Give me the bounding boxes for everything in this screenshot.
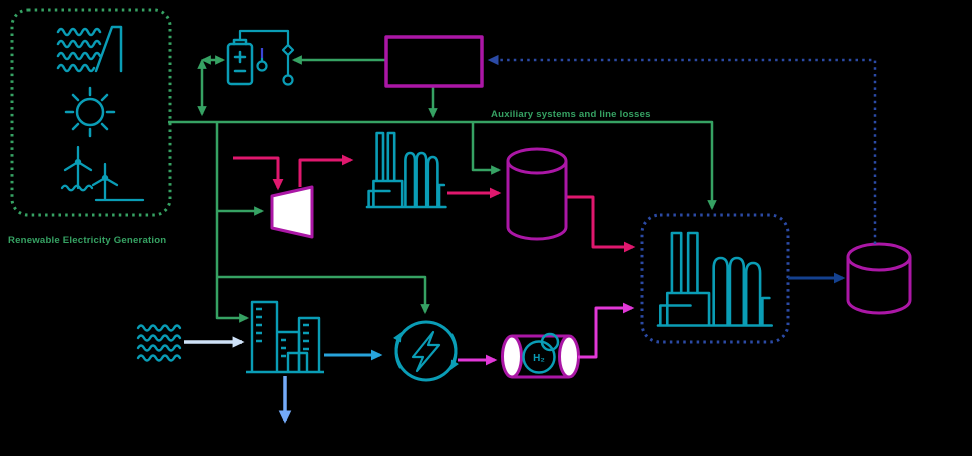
synthesis-dashed-box	[640, 213, 790, 344]
lightning-bolt-icon	[411, 330, 441, 373]
unlabeled-magenta-box	[384, 35, 484, 88]
arrow-h2-tank-to-dashed-box	[578, 302, 635, 359]
h2-label: H₂	[533, 353, 545, 364]
buildings-icon	[246, 300, 324, 374]
turbine-icon	[270, 185, 314, 239]
renewable-generation-box	[10, 8, 172, 217]
electricity-lines	[168, 55, 717, 323]
battery-icon	[226, 38, 254, 86]
arrow-turbine-to-factory	[298, 154, 354, 187]
storage-cylinder-icon-right	[846, 242, 912, 315]
auxiliary-losses-label: Auxiliary systems and line losses	[491, 109, 651, 120]
arrow-stub-to-turbine	[233, 156, 284, 191]
arrow-bus-to-buildings	[215, 122, 250, 323]
hydro-dam-icon	[56, 25, 123, 73]
wind-turbines-icon	[60, 145, 145, 202]
h2-tank-icon: H₂	[501, 332, 580, 379]
arrow-cylinder-to-dashed-box	[566, 195, 636, 253]
renewable-generation-label: Renewable Electricity Generation	[8, 235, 166, 246]
circuit-nodes-icon	[238, 29, 295, 86]
bus-line	[168, 120, 717, 211]
crimson-lines	[233, 154, 636, 253]
arrow-right-cylinder-to-magenta-box	[487, 54, 877, 244]
factory-icon-small	[365, 131, 447, 209]
arrow-bus-to-cylinder	[471, 122, 502, 175]
factory-icon-large	[656, 231, 774, 328]
sun-icon	[64, 86, 116, 138]
arrow-bus-to-electrolyzer	[217, 275, 430, 315]
storage-cylinder-icon-middle	[506, 147, 568, 241]
electrolyzer-icon	[392, 320, 460, 382]
waves-icon	[136, 324, 182, 362]
